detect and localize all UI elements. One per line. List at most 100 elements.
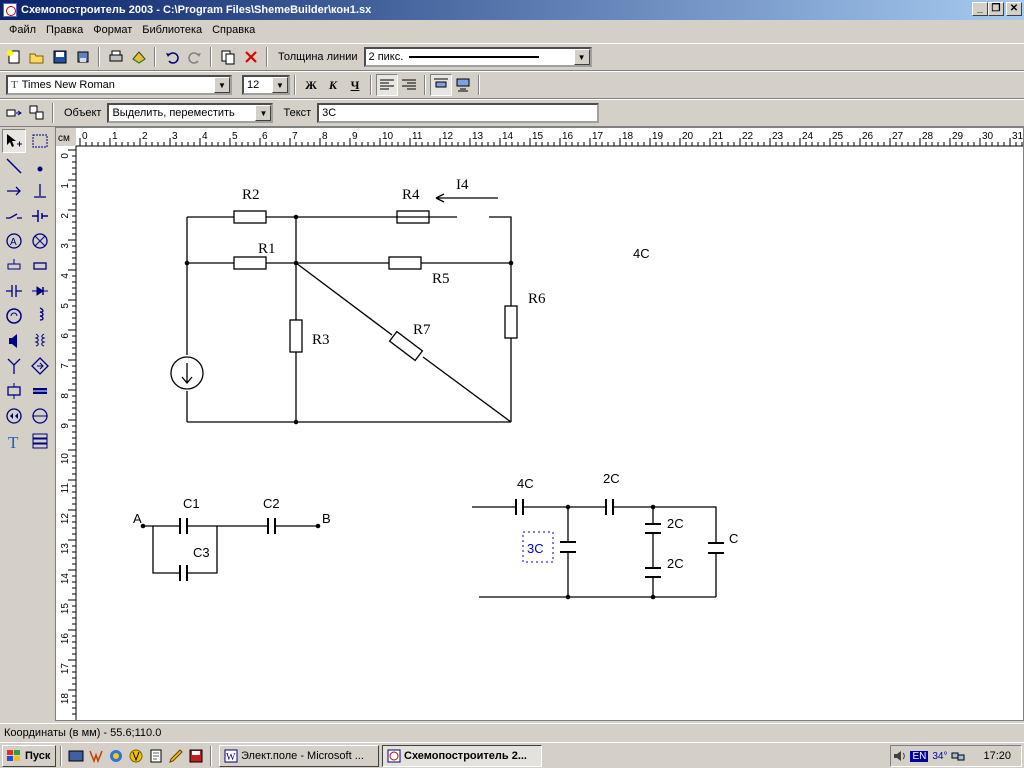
undo-icon[interactable] xyxy=(160,46,183,68)
speaker-tool-icon[interactable] xyxy=(2,329,26,353)
rect-select-tool-icon[interactable] xyxy=(28,129,52,153)
resistor-r7[interactable] xyxy=(388,330,424,362)
lamp-tool-icon[interactable] xyxy=(28,229,52,253)
chevron-down-icon[interactable]: ▼ xyxy=(214,77,230,93)
source-tool-icon[interactable] xyxy=(2,304,26,328)
circuit-3 xyxy=(472,499,724,598)
underline-button[interactable]: Ч xyxy=(350,77,360,92)
label-r2: R2 xyxy=(242,187,260,203)
inductor-tool-icon[interactable] xyxy=(28,304,52,328)
group-icon[interactable] xyxy=(25,102,48,124)
bold-button[interactable]: Ж xyxy=(305,77,317,92)
minimize-button[interactable]: _ xyxy=(972,2,988,16)
svg-text:W: W xyxy=(226,752,236,763)
save-as-icon[interactable] xyxy=(71,46,94,68)
browser-icon[interactable] xyxy=(106,746,126,766)
chevron-down-icon[interactable]: ▼ xyxy=(255,105,272,121)
new-icon[interactable] xyxy=(2,46,25,68)
resistor-r5[interactable] xyxy=(388,256,422,270)
library-icon[interactable] xyxy=(127,46,150,68)
save-icon[interactable] xyxy=(48,46,71,68)
font-select[interactable]: T Times New Roman ▼ xyxy=(6,75,232,95)
current-source[interactable] xyxy=(170,356,204,390)
open-icon[interactable] xyxy=(25,46,48,68)
resistor-r3[interactable] xyxy=(289,319,303,353)
transformer-tool-icon[interactable] xyxy=(28,329,52,353)
floppy-icon[interactable] xyxy=(186,746,206,766)
resistor-tool-icon[interactable] xyxy=(28,254,52,278)
chevron-down-icon[interactable]: ▼ xyxy=(272,77,288,93)
language-indicator[interactable]: EN xyxy=(910,750,929,762)
resistor-r4[interactable] xyxy=(396,210,430,224)
copy-icon[interactable] xyxy=(216,46,239,68)
truetype-icon: T xyxy=(11,79,18,91)
menu-edit[interactable]: Правка xyxy=(46,24,84,36)
terminal-block-tool-icon[interactable] xyxy=(28,429,52,453)
v-ruler-label: 14 xyxy=(60,573,71,585)
object-select[interactable]: Выделить, переместить ▼ xyxy=(107,103,274,123)
node-tool-icon[interactable] xyxy=(28,154,52,178)
weather-indicator[interactable]: 34° xyxy=(932,750,948,762)
label-3c-selected[interactable]: 3C xyxy=(527,541,544,556)
fuse-tool-icon[interactable] xyxy=(2,379,26,403)
menu-file[interactable]: Файл xyxy=(9,24,37,36)
winamp-icon[interactable] xyxy=(86,746,106,766)
line-width-select[interactable]: 2 пикс. ▼ xyxy=(363,47,592,67)
antenna-tool-icon[interactable] xyxy=(2,354,26,378)
floating-label-4c[interactable]: 4C xyxy=(633,246,650,261)
switch-tool-icon[interactable] xyxy=(2,204,26,228)
resistor-r1[interactable] xyxy=(233,256,267,270)
close-button[interactable]: ✕ xyxy=(1006,2,1022,16)
font-size-select[interactable]: 12 ▼ xyxy=(242,75,290,95)
media-icon[interactable] xyxy=(126,746,146,766)
capacitor-tool-icon[interactable] xyxy=(2,279,26,303)
text-input[interactable]: 3С xyxy=(317,103,600,123)
meter-tool-icon[interactable] xyxy=(28,404,52,428)
diode-tool-icon[interactable] xyxy=(28,279,52,303)
align-right-button[interactable] xyxy=(398,74,420,96)
bridge-tool-icon[interactable] xyxy=(28,354,52,378)
chevron-down-icon[interactable]: ▼ xyxy=(573,49,590,65)
resistor-r6[interactable] xyxy=(504,305,518,339)
object-mode-icon[interactable] xyxy=(2,102,25,124)
start-button[interactable]: Пуск xyxy=(2,744,56,767)
pen-icon[interactable] xyxy=(166,746,186,766)
taskbar-item-word[interactable]: W Элект.поле - Microsoft ... xyxy=(219,744,379,767)
text-tool-icon[interactable]: T xyxy=(2,429,26,453)
align-left-button[interactable] xyxy=(376,74,398,96)
network-icon[interactable] xyxy=(951,749,965,763)
menu-format[interactable]: Формат xyxy=(93,24,133,36)
redo-icon[interactable] xyxy=(183,46,206,68)
delete-icon[interactable] xyxy=(239,46,262,68)
v-ruler-label: 5 xyxy=(60,303,71,309)
italic-button[interactable]: К xyxy=(328,77,338,92)
valign-top-button[interactable] xyxy=(430,74,452,96)
resistor-vertical-tool-icon[interactable] xyxy=(2,254,26,278)
heater-tool-icon[interactable] xyxy=(28,379,52,403)
menu-library[interactable]: Библиотека xyxy=(142,24,203,36)
notepad-icon[interactable] xyxy=(146,746,166,766)
arrow-tool-icon[interactable] xyxy=(2,179,26,203)
ground-tool-icon[interactable] xyxy=(28,179,52,203)
valign-bottom-button[interactable] xyxy=(452,74,474,96)
volume-icon[interactable] xyxy=(892,749,906,763)
ammeter-tool-icon[interactable]: A xyxy=(2,229,26,253)
print-icon[interactable] xyxy=(104,46,127,68)
restore-button[interactable]: ❐ xyxy=(988,2,1004,16)
h-ruler-label: 21 xyxy=(712,131,724,142)
battery-tool-icon[interactable] xyxy=(28,204,52,228)
label-2c-a: 2C xyxy=(667,516,684,531)
line-tool-icon[interactable] xyxy=(2,154,26,178)
selected-text-frame[interactable] xyxy=(522,531,554,563)
menu-help[interactable]: Справка xyxy=(212,24,256,36)
h-ruler-label: 29 xyxy=(952,131,964,142)
show-desktop-icon[interactable] xyxy=(66,746,86,766)
resistor-r2[interactable] xyxy=(233,210,267,224)
select-move-tool-icon[interactable] xyxy=(2,129,26,153)
motor-tool-icon[interactable] xyxy=(2,404,26,428)
label-r3: R3 xyxy=(312,332,330,348)
taskbar-item-schemebuilder[interactable]: Схемопостроитель 2... xyxy=(382,744,542,767)
